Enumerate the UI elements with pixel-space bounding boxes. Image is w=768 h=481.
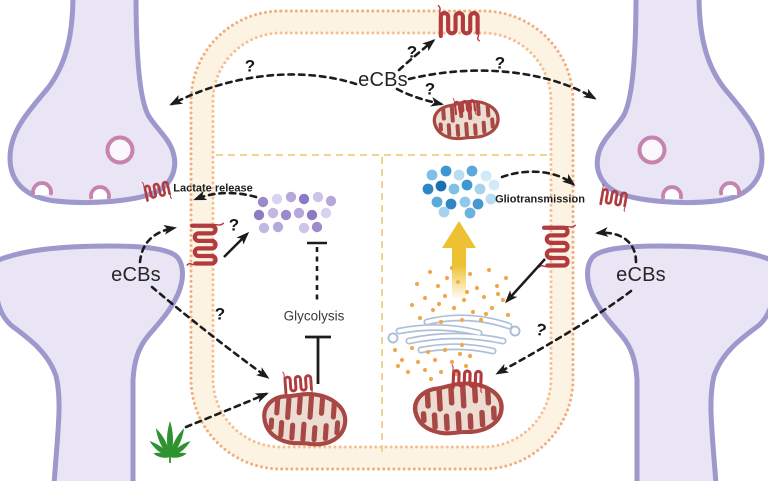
- question-mark-top-receptor: ?: [406, 42, 418, 62]
- arrow-lactate-release: [193, 190, 258, 201]
- label-gliotransmission: Gliotransmission: [495, 193, 585, 206]
- arrow-receptor-to-lactate: [223, 231, 250, 258]
- gliotransmission-release-arrow: [442, 221, 476, 298]
- arrow-gliotransmission-to-synapse: [500, 170, 576, 186]
- cannabis-leaf-icon: [149, 421, 191, 463]
- presynaptic-terminal-left: [10, 0, 175, 203]
- question-mark-top-mito: ?: [424, 79, 436, 99]
- lactate-dots: [253, 191, 337, 234]
- question-mark-left-receptor: ?: [228, 215, 240, 235]
- label-ecbs-left: eCBs: [111, 264, 161, 286]
- mitochondrion-bottom-left: [262, 391, 346, 447]
- inhibition-bar-glycolysis-to-lactate: [307, 241, 327, 302]
- astrocyte-subdomain-divider: [216, 154, 548, 452]
- label-lactate-release: Lactate release: [173, 182, 253, 195]
- arrow-ecbs-to-right-synapse: [407, 69, 597, 100]
- mitochondrion-bottom-right: [414, 382, 503, 435]
- gliotransmitter-dots: [422, 165, 500, 219]
- arrow-ecbs-to-left-synapse: [169, 73, 358, 106]
- question-mark-left-lower: ?: [214, 304, 226, 324]
- arrow-right-ecbs-to-membrane-receptor: [595, 227, 638, 264]
- secretory-vesicle-dots: [392, 265, 511, 382]
- presynaptic-terminal-right: [597, 0, 762, 203]
- arrow-receptor-to-golgi-vesicles: [504, 258, 546, 304]
- arrow-left-ecbs-to-membrane-receptor: [138, 224, 177, 264]
- arrow-ecbs-to-top-mitochondrion: [395, 87, 444, 107]
- arrow-ecbs-to-top-receptor: [397, 39, 436, 72]
- golgi-apparatus: [387, 314, 521, 355]
- inhibition-bar-mitochondria-to-glycolysis: [305, 335, 331, 384]
- arrow-right-ecbs-to-mitochondrion: [495, 289, 633, 375]
- arrow-cannabis-to-mitochondrion: [184, 392, 269, 429]
- postsynaptic-spine-right: [588, 246, 768, 481]
- label-ecbs-top: eCBs: [358, 69, 408, 91]
- question-mark-top-right: ?: [494, 53, 506, 73]
- label-glycolysis: Glycolysis: [283, 308, 345, 324]
- question-mark-top-left: ?: [244, 56, 256, 76]
- arrow-left-ecbs-to-mitochondrion: [150, 285, 270, 379]
- label-ecbs-right: eCBs: [616, 264, 666, 286]
